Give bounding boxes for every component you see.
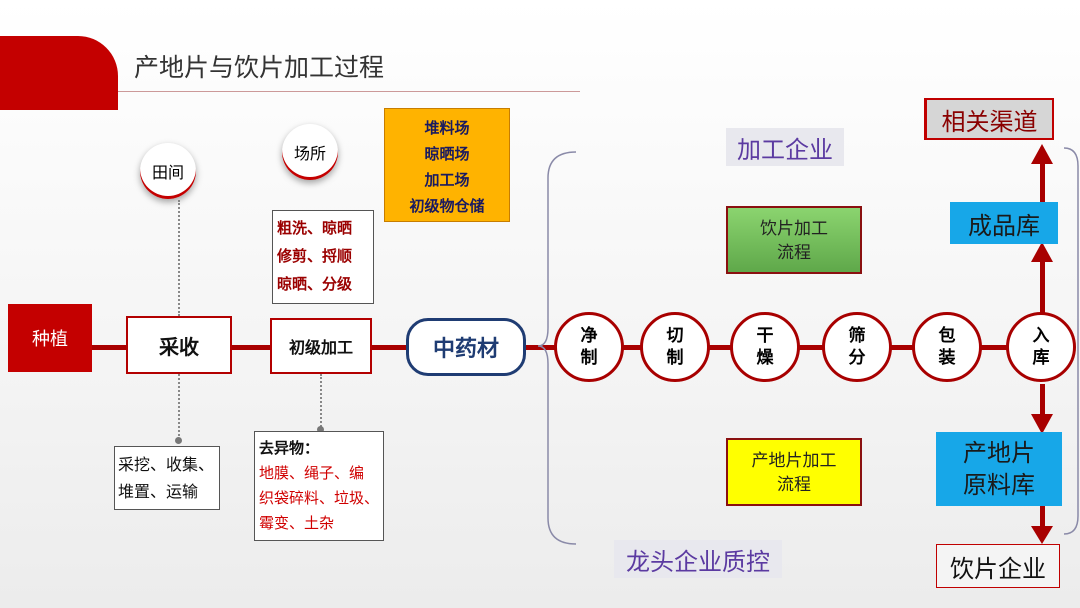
step-warehousing: 入 库: [1006, 312, 1076, 382]
connector-impurity: [320, 374, 322, 430]
note-line: 晾晒、分级: [277, 275, 353, 293]
title-underline: [118, 91, 580, 92]
note-harvest-ops: 采挖、收集、 堆置、运输: [114, 446, 220, 510]
enterprise-bracket: [537, 151, 577, 545]
step-char: 包: [938, 326, 956, 346]
node-planting: 种植: [8, 304, 92, 372]
page-title: 产地片与饮片加工过程: [134, 53, 385, 82]
box-line: 饮片加工: [760, 219, 828, 239]
box-line: 流程: [777, 243, 811, 263]
box-yinpian-flow: 饮片加工 流程: [726, 206, 862, 274]
node-herb-material: 中药材: [406, 318, 526, 376]
connector-dot: [317, 426, 324, 433]
note-line: 采挖、收集、: [118, 455, 215, 474]
box-origin-flow: 产地片加工 流程: [726, 438, 862, 506]
box-line: 产地片: [963, 439, 1035, 467]
note-line: 堆置、运输: [118, 482, 199, 501]
step-char: 分: [848, 348, 866, 368]
note-line: 晾晒场: [424, 145, 470, 163]
note-line: 加工场: [424, 171, 470, 189]
note-impurity: 去异物： 地膜、绳子、编 织袋碎料、垃圾、 霉变、土杂: [254, 431, 384, 541]
box-origin-store: 产地片 原料库: [936, 432, 1062, 506]
step-packaging: 包 装: [912, 312, 982, 382]
connector-field: [178, 200, 180, 316]
right-bracket: [1063, 147, 1079, 535]
connector-dot: [175, 437, 182, 444]
note-storage: 堆料场 晾晒场 加工场 初级物仓储: [384, 108, 510, 222]
arrow-down-icon: [1031, 414, 1053, 434]
note-primary-ops: 粗洗、晾晒 修剪、捋顺 晾晒、分级: [272, 210, 374, 304]
note-line: 初级物仓储: [409, 197, 485, 215]
note-title: 去异物：: [259, 439, 320, 457]
step-cleaning: 净 制: [554, 312, 624, 382]
node-harvest: 采收: [126, 316, 232, 374]
line-store-channel: [1040, 160, 1045, 208]
node-primary-processing: 初级加工: [270, 318, 372, 374]
step-char: 干: [756, 326, 774, 346]
step-char: 净: [580, 326, 598, 346]
step-char: 筛: [848, 326, 866, 346]
bubble-field: 田间: [140, 143, 196, 199]
box-line: 流程: [777, 475, 811, 495]
box-line: 原料库: [963, 471, 1035, 499]
note-line: 霉变、土杂: [259, 514, 335, 532]
title-accent-tab: [0, 36, 118, 110]
note-line: 堆料场: [424, 119, 470, 137]
step-char: 燥: [756, 348, 774, 368]
arrow-down-icon: [1031, 526, 1053, 544]
box-finished-store: 成品库: [950, 202, 1058, 244]
arrow-up-icon: [1031, 144, 1053, 164]
step-sieving: 筛 分: [822, 312, 892, 382]
note-line: 地膜、绳子、编: [259, 464, 365, 482]
line-warehouse-finished: [1040, 260, 1045, 314]
step-cutting: 切 制: [640, 312, 710, 382]
note-line: 织袋碎料、垃圾、: [259, 489, 380, 507]
arrow-up-icon: [1031, 242, 1053, 262]
box-related-channels: 相关渠道: [924, 98, 1054, 140]
step-char: 制: [666, 348, 684, 368]
label-processing-enterprise: 加工企业: [726, 128, 844, 166]
line-origin-enterprise: [1040, 506, 1045, 530]
step-char: 制: [580, 348, 598, 368]
note-line: 粗洗、晾晒: [277, 219, 353, 237]
step-char: 装: [938, 348, 956, 368]
note-line: 修剪、捋顺: [277, 247, 353, 265]
step-drying: 干 燥: [730, 312, 800, 382]
step-char: 切: [666, 326, 684, 346]
connector-harvest-ops: [178, 374, 180, 440]
box-yinpian-enterprise: 饮片企业: [936, 544, 1060, 588]
line-warehouse-origin: [1040, 384, 1045, 418]
step-char: 库: [1032, 348, 1050, 368]
label-leading-qc: 龙头企业质控: [614, 540, 782, 578]
box-line: 产地片加工: [751, 451, 837, 471]
step-char: 入: [1032, 326, 1050, 346]
bubble-site: 场所: [282, 124, 338, 180]
